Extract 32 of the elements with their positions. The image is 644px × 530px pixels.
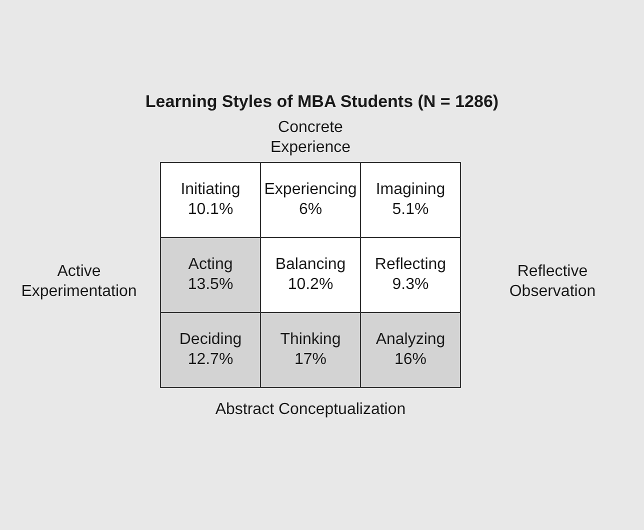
style-name: Analyzing	[376, 330, 446, 350]
grid-cell	[360, 312, 461, 388]
grid-cell	[160, 162, 261, 238]
percentage: 16%	[394, 350, 427, 370]
percentage: 5.1%	[392, 200, 429, 220]
grid-cell	[160, 312, 261, 388]
grid-cell	[360, 162, 461, 238]
axis-label: Concrete Experience	[269, 118, 352, 158]
percentage: 13.5%	[188, 275, 234, 295]
style-name: Experiencing	[264, 180, 357, 200]
percentage: 10.2%	[288, 275, 334, 295]
percentage: 9.3%	[392, 275, 429, 295]
style-name: Reflecting	[374, 255, 446, 275]
percentage: 17%	[294, 350, 327, 370]
axis-label: Reflective Observation	[508, 262, 597, 302]
style-name: Acting	[188, 255, 233, 275]
percentage: 12.7%	[188, 350, 234, 370]
grid-cell	[160, 237, 261, 313]
axis-label: Active Experimentation	[20, 262, 138, 302]
style-name: Balancing	[275, 255, 346, 275]
style-name: Deciding	[179, 330, 242, 350]
axis-label: Abstract Conceptualization	[215, 400, 406, 420]
style-name: Thinking	[280, 330, 341, 350]
percentage: 6%	[298, 200, 322, 220]
grid-cell	[260, 237, 361, 313]
style-name: Initiating	[180, 180, 240, 200]
grid-cell	[260, 162, 361, 238]
grid-cell	[360, 237, 461, 313]
grid-cell	[260, 312, 361, 388]
style-name: Imagining	[376, 180, 446, 200]
percentage: 10.1%	[188, 200, 234, 220]
chart-title: Learning Styles of MBA Students (N = 1286)	[144, 92, 500, 112]
